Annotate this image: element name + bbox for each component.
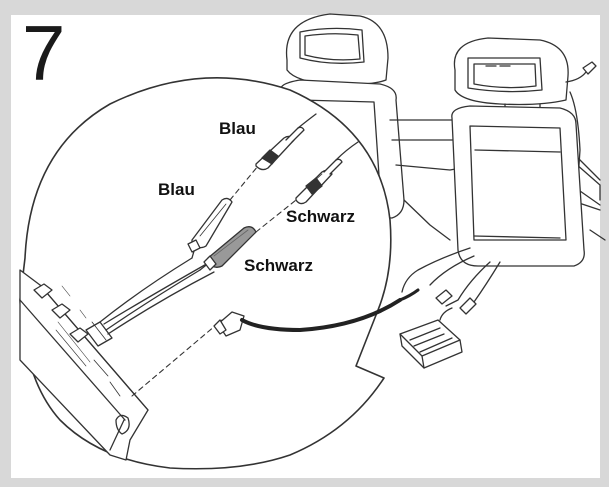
plug-blau-left [187,197,233,253]
y-cable [99,243,215,335]
label-schwarz-right: Schwarz [286,207,355,226]
socket-schwarz-right [295,141,359,205]
label-schwarz-left: Schwarz [244,256,313,275]
step-number: 7 [22,9,66,97]
right-seat [399,37,597,369]
label-blau-left: Blau [158,180,195,199]
jack-plug-cable [213,288,420,337]
plug-schwarz-left [203,226,257,271]
socket-blau-top [255,113,317,171]
label-blau-top: Blau [219,119,256,138]
dvd-player-unit [19,269,149,461]
guide-lines [131,165,297,397]
